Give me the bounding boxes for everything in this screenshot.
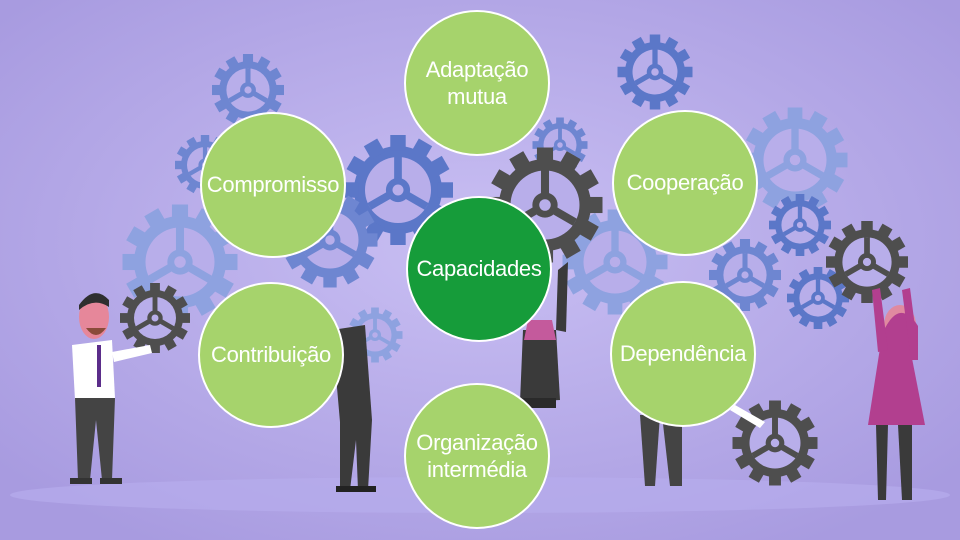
node-label: Compromisso — [206, 172, 340, 198]
person-illustration — [520, 262, 568, 408]
person-illustration — [70, 293, 152, 484]
node-label: Cooperação — [626, 170, 744, 196]
diagram-node-organizacao: Organização intermédia — [404, 383, 550, 529]
person-illustration — [868, 288, 925, 500]
person-illustration — [640, 405, 765, 486]
node-label: Adaptação mutua — [425, 56, 529, 110]
diagram-center-node: Capacidades — [406, 196, 552, 342]
diagram-node-compromisso: Compromisso — [200, 112, 346, 258]
diagram-node-dependencia: Dependência — [610, 281, 756, 427]
center-label: Capacidades — [416, 256, 542, 282]
diagram-node-cooperacao: Cooperação — [612, 110, 758, 256]
diagram-node-contribuicao: Contribuição — [198, 282, 344, 428]
diagram-node-adaptacao: Adaptação mutua — [404, 10, 550, 156]
node-label: Contribuição — [211, 342, 331, 368]
node-label: Dependência — [619, 341, 747, 367]
node-label: Organização intermédia — [416, 429, 538, 483]
